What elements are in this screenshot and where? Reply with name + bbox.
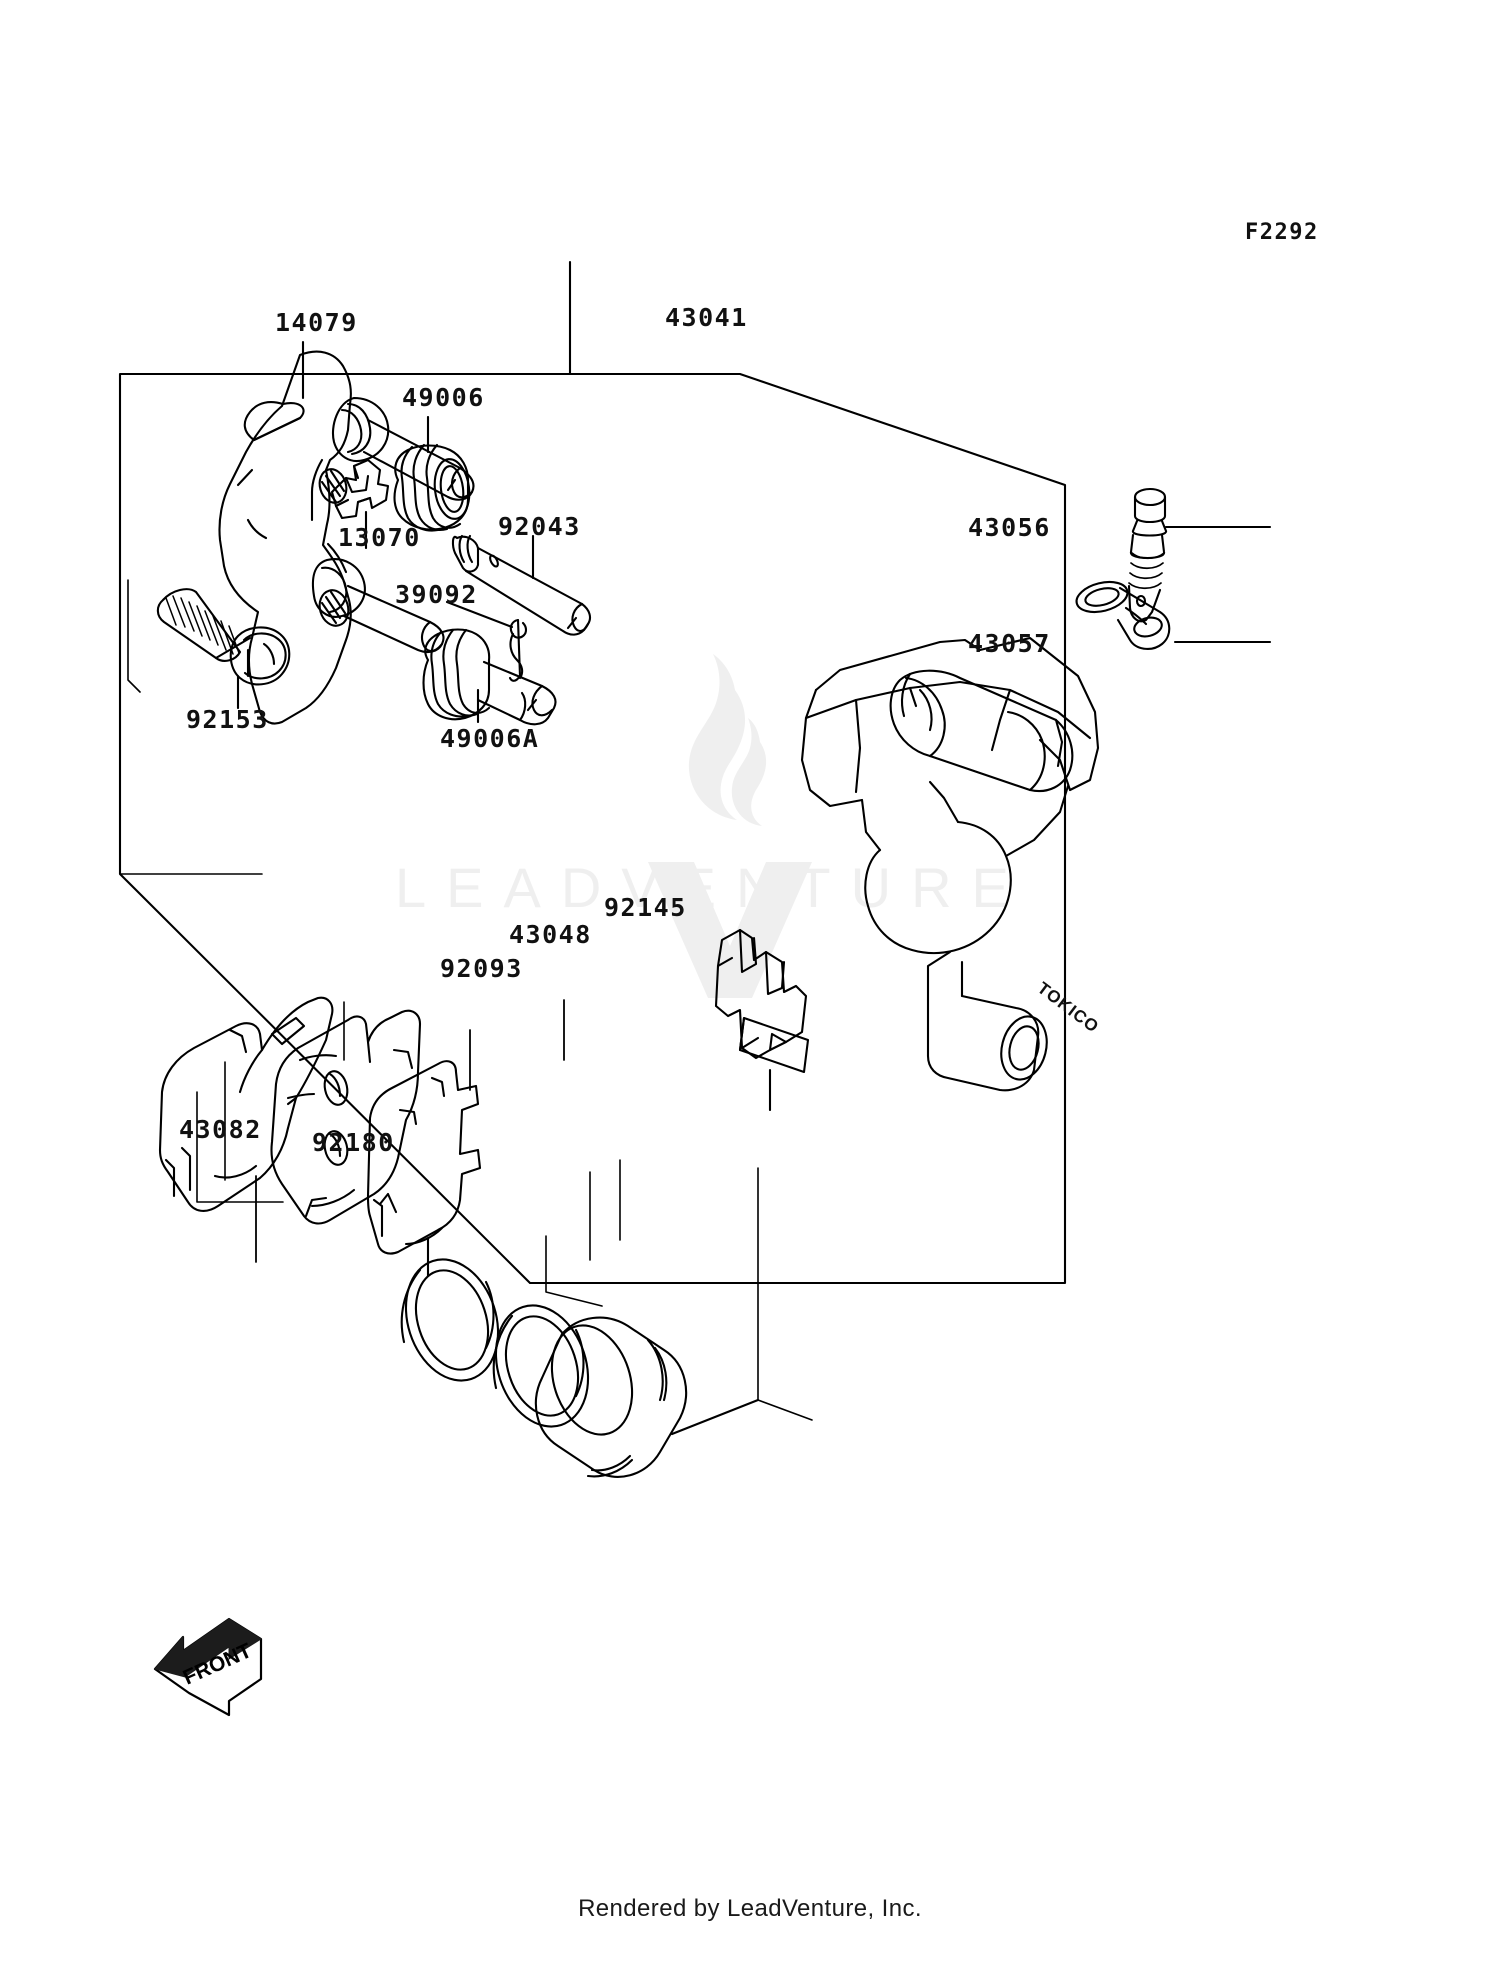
callout-43056: 43056 [968,513,1051,542]
part-caliper-body [800,636,1100,1092]
callout-92043: 92043 [498,512,581,541]
part-39092-cotter-pin [445,600,528,682]
part-14079-caliper-holder [218,340,475,725]
callout-43057: 43057 [968,629,1051,658]
callout-92093: 92093 [440,954,523,983]
assembly-bracket-outline [118,372,1067,1285]
callout-92153: 92153 [186,705,269,734]
callout-49006: 49006 [402,383,485,412]
callout-43048: 43048 [509,920,592,949]
part-49006A-boot-pin [422,628,557,726]
render-footer: Rendered by LeadVenture, Inc. [578,1895,922,1922]
callout-43082: 43082 [179,1115,262,1144]
callout-13070: 13070 [338,523,421,552]
callout-49006A: 49006A [440,724,540,753]
part-92145-pad-spring [714,928,810,1112]
part-43056-bleed-valve [1127,487,1272,623]
callout-39092: 39092 [395,580,478,609]
leader-lines [237,416,771,1277]
part-43048-piston [534,1316,760,1478]
part-43057-valve-cap [1075,580,1272,650]
figure-code-label: F2292 [1245,220,1319,245]
front-arrow-shade [154,1618,262,1678]
callout-14079: 14079 [275,308,358,337]
callout-92180: 92180 [312,1128,395,1157]
callout-92145: 92145 [604,893,687,922]
callout-43041: 43041 [665,303,748,332]
flame-watermark-icon [648,654,812,998]
part-92180-shim [366,1060,482,1278]
part-43082-brake-pads [158,996,422,1225]
part-92093-seals [400,1159,813,1428]
front-orientation-marker: FRONT [143,1607,273,1727]
